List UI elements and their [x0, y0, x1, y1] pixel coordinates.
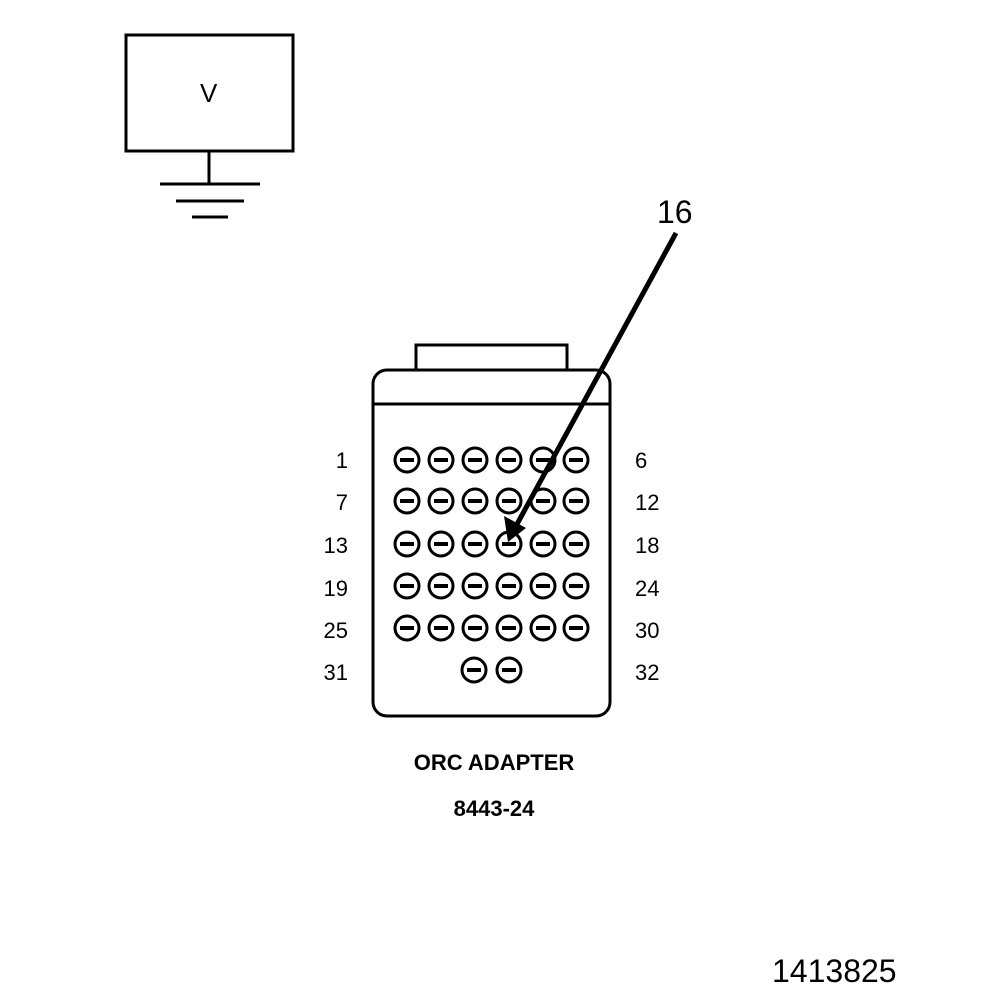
connector-pin [562, 487, 590, 515]
row-label-left: 1 [335, 448, 348, 473]
connector-pin [562, 530, 590, 558]
orc-adapter-connector [371, 343, 612, 718]
connector-pins [393, 446, 590, 684]
connector-pin [460, 656, 488, 684]
connector-pin [427, 614, 455, 642]
connector-pin [393, 530, 421, 558]
row-label-left: 31 [323, 660, 348, 685]
connector-pin [562, 614, 590, 642]
row-label-left: 25 [323, 618, 348, 643]
row-label-right: 6 [635, 448, 648, 473]
connector-pin [427, 572, 455, 600]
voltmeter-symbol: V [200, 78, 218, 108]
row-label-right: 24 [635, 576, 660, 601]
connector-pin [562, 572, 590, 600]
connector-pin [495, 656, 523, 684]
adapter-name: ORC ADAPTER [413, 750, 575, 775]
callout-arrow [504, 231, 679, 542]
row-label-right: 30 [635, 618, 660, 643]
connector-pin [393, 614, 421, 642]
row-label-right: 12 [635, 490, 660, 515]
row-label-left: 13 [323, 533, 348, 558]
connector-pin [495, 530, 523, 558]
connector-pin [461, 446, 489, 474]
connector-pin [495, 572, 523, 600]
connector-pin [393, 572, 421, 600]
connector-pin [427, 530, 455, 558]
connector-pin [427, 446, 455, 474]
row-label-left: 19 [323, 576, 348, 601]
connector-pin [393, 487, 421, 515]
connector-pin [562, 446, 590, 474]
connector-pin [495, 614, 523, 642]
connector-pin [529, 530, 557, 558]
connector-pin [427, 487, 455, 515]
row-label-right: 32 [635, 660, 660, 685]
connector-pin [461, 614, 489, 642]
connector-latch [414, 343, 569, 372]
row-label-left: 7 [335, 490, 348, 515]
ground-icon [160, 151, 260, 219]
figure-id: 1413825 [772, 953, 897, 989]
connector-pin [461, 487, 489, 515]
callout-pin-number: 16 [657, 194, 693, 230]
connector-pin [495, 487, 523, 515]
connector-pin [495, 446, 523, 474]
connector-pin [529, 572, 557, 600]
row-label-right: 18 [635, 533, 660, 558]
connector-pin [393, 446, 421, 474]
connector-pin [461, 572, 489, 600]
connector-pin [529, 614, 557, 642]
connector-pin [461, 530, 489, 558]
adapter-part-number: 8443-24 [453, 796, 535, 821]
